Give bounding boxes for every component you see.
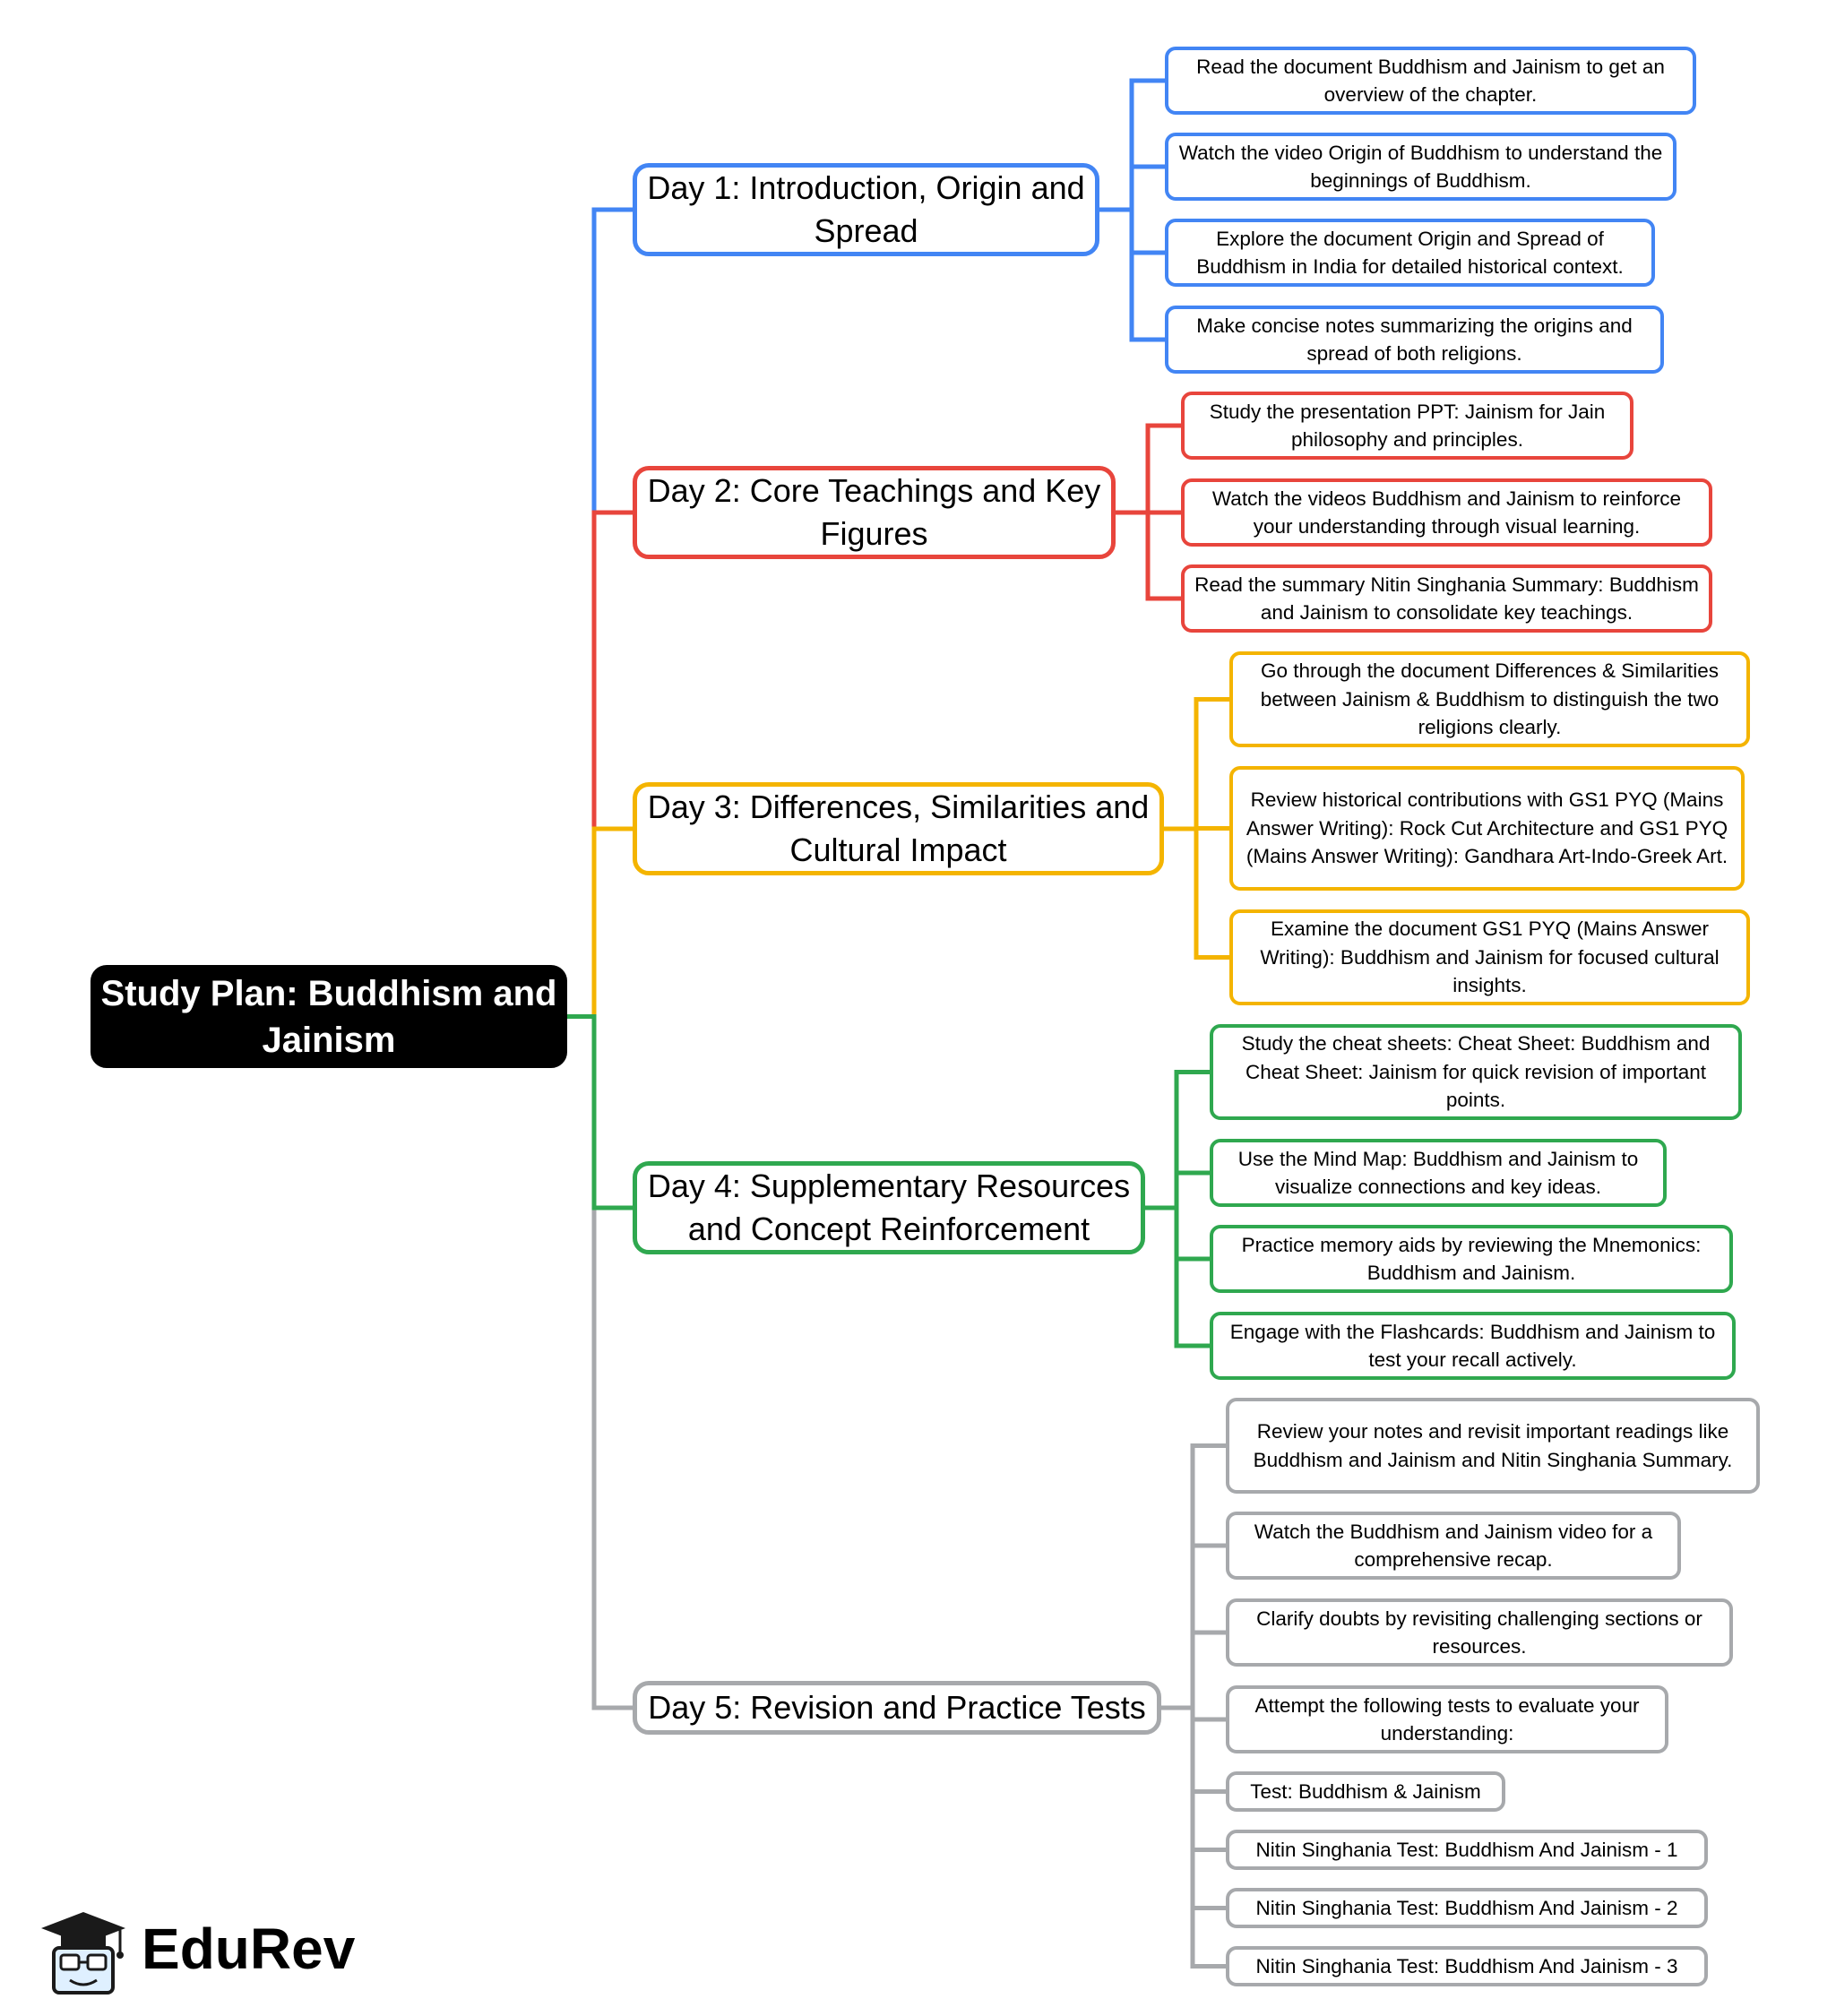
day-4-label: Day 4: Supplementary Resources and Conce…	[647, 1167, 1131, 1247]
day-4-task-3: Practice memory aids by reviewing the Mn…	[1210, 1225, 1733, 1293]
day-5-task-6: Nitin Singhania Test: Buddhism And Jaini…	[1226, 1830, 1708, 1870]
day-1-label: Day 1: Introduction, Origin and Spread	[647, 169, 1085, 249]
day-5-label: Day 5: Revision and Practice Tests	[648, 1689, 1146, 1726]
day-4-task-1: Study the cheat sheets: Cheat Sheet: Bud…	[1210, 1024, 1742, 1120]
day-3-node: Day 3: Differences, Similarities and Cul…	[633, 782, 1164, 875]
day-1-task-1: Read the document Buddhism and Jainism t…	[1165, 47, 1696, 115]
brand-name: EduRev	[142, 1917, 356, 1981]
day-4-task-4: Engage with the Flashcards: Buddhism and…	[1210, 1312, 1736, 1380]
root-node: Study Plan: Buddhism and Jainism	[91, 965, 567, 1068]
graduation-cap-icon	[41, 1912, 125, 1994]
day-5-task-3: Clarify doubts by revisiting challenging…	[1226, 1598, 1733, 1667]
edurev-logo: EduRev	[34, 1908, 375, 1998]
day-2-label: Day 2: Core Teachings and Key Figures	[647, 472, 1101, 552]
day-2-task-2: Watch the videos Buddhism and Jainism to…	[1181, 478, 1712, 547]
day-5-task-4: Attempt the following tests to evaluate …	[1226, 1685, 1668, 1753]
day-4-node: Day 4: Supplementary Resources and Conce…	[633, 1161, 1145, 1254]
day-1-task-4: Make concise notes summarizing the origi…	[1165, 306, 1664, 374]
day-1-node: Day 1: Introduction, Origin and Spread	[633, 163, 1099, 256]
day-2-node: Day 2: Core Teachings and Key Figures	[633, 466, 1116, 559]
day-1-task-3: Explore the document Origin and Spread o…	[1165, 219, 1655, 287]
day-5-task-1: Review your notes and revisit important …	[1226, 1398, 1760, 1494]
day-5-task-5: Test: Buddhism & Jainism	[1226, 1771, 1505, 1812]
day-1-task-2: Watch the video Origin of Buddhism to un…	[1165, 133, 1677, 201]
day-5-task-7: Nitin Singhania Test: Buddhism And Jaini…	[1226, 1888, 1708, 1928]
day-5-node: Day 5: Revision and Practice Tests	[633, 1681, 1161, 1735]
day-3-task-1: Go through the document Differences & Si…	[1229, 651, 1750, 747]
day-3-label: Day 3: Differences, Similarities and Cul…	[647, 788, 1150, 868]
day-3-task-2: Review historical contributions with GS1…	[1229, 766, 1745, 891]
day-3-task-3: Examine the document GS1 PYQ (Mains Answ…	[1229, 909, 1750, 1005]
day-2-task-1: Study the presentation PPT: Jainism for …	[1181, 392, 1633, 460]
day-5-task-2: Watch the Buddhism and Jainism video for…	[1226, 1512, 1681, 1580]
day-5-task-8: Nitin Singhania Test: Buddhism And Jaini…	[1226, 1946, 1708, 1986]
day-4-task-2: Use the Mind Map: Buddhism and Jainism t…	[1210, 1139, 1667, 1207]
root-title: Study Plan: Buddhism and Jainism	[100, 973, 557, 1060]
day-2-task-3: Read the summary Nitin Singhania Summary…	[1181, 564, 1712, 633]
